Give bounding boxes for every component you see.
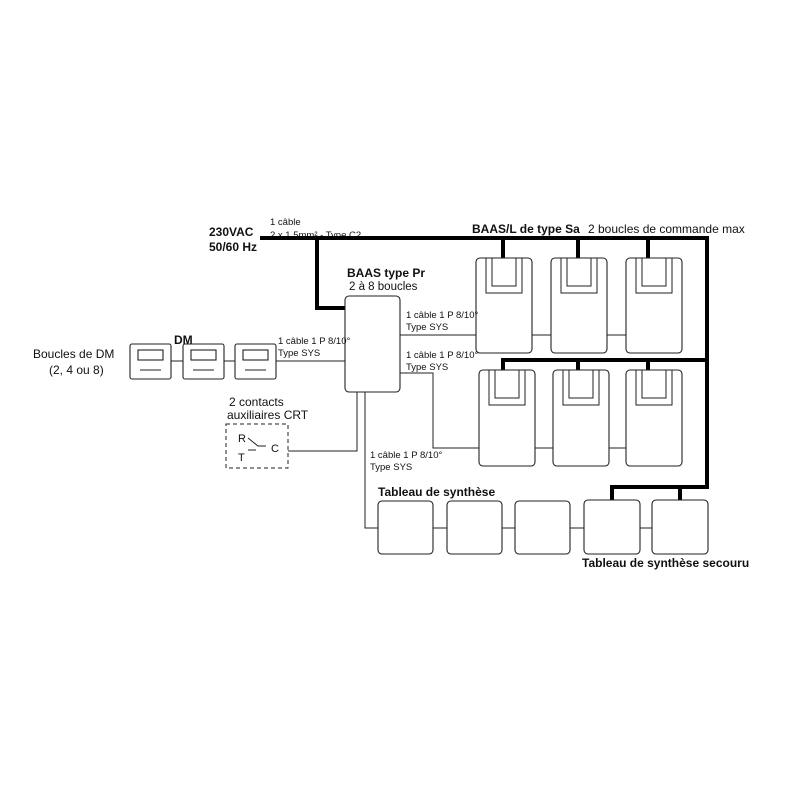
power-cable-label-1: 1 câble — [270, 217, 301, 228]
aux-r: R — [238, 433, 246, 445]
baas-l-unit — [475, 257, 533, 354]
synthese-unit — [377, 500, 434, 555]
dm-loops-label-2: (2, 4 ou 8) — [49, 363, 104, 377]
cable-row1-label-2: Type SYS — [406, 322, 448, 333]
voltage-label: 230VAC — [209, 225, 254, 239]
power-cable-label-2: 2 x 1,5mm² - Type C2 — [270, 230, 361, 241]
cable-synthese-label-1: 1 câble 1 P 8/10° — [370, 450, 442, 461]
dm-unit — [129, 343, 172, 380]
cable-row2-label-2: Type SYS — [406, 362, 448, 373]
baas-l-unit — [625, 369, 683, 467]
baas-pr-unit — [344, 295, 401, 393]
aux-cable — [288, 392, 358, 452]
aux-label-1: 2 contacts — [229, 395, 284, 409]
baas-l-unit — [478, 369, 536, 467]
dm-loops-label-1: Boucles de DM — [33, 347, 114, 361]
baas-l-note: 2 boucles de commande max — [588, 222, 745, 236]
baas-l-unit — [625, 257, 683, 354]
dm-unit — [234, 343, 277, 380]
baas-l-unit — [552, 369, 610, 467]
aux-t: T — [238, 452, 245, 464]
dm-unit — [182, 343, 225, 380]
synthese-unit — [446, 500, 503, 555]
power-bus-main — [260, 236, 709, 502]
cable-row1-label-1: 1 câble 1 P 8/10° — [406, 310, 478, 321]
baas-pr-subtitle: 2 à 8 boucles — [349, 281, 418, 293]
baas-pr-title: BAAS type Pr — [347, 266, 425, 280]
aux-label-2: auxiliaires CRT — [227, 408, 309, 422]
synthese-title: Tableau de synthèse — [378, 485, 495, 499]
sys-cable-row2 — [400, 372, 479, 449]
cable-dm-label-2: Type SYS — [278, 348, 320, 359]
frequency-label: 50/60 Hz — [209, 240, 257, 254]
aux-c: C — [271, 443, 279, 455]
synthese-unit — [514, 500, 571, 555]
baas-l-unit — [550, 257, 608, 354]
power-bus-baas-pr — [315, 236, 347, 310]
aux-switch — [247, 437, 266, 447]
synthese-backup-unit — [583, 499, 641, 555]
aux-contacts-box — [225, 423, 289, 469]
sys-cable-synthese — [364, 392, 378, 529]
cable-synthese-label-2: Type SYS — [370, 462, 412, 473]
synthese-backup-unit — [651, 499, 709, 555]
synthese-backup-title: Tableau de synthèse secouru — [582, 556, 749, 570]
cable-dm-label-1: 1 câble 1 P 8/10° — [278, 336, 350, 347]
cable-row2-label-1: 1 câble 1 P 8/10° — [406, 350, 478, 361]
baas-l-title: BAAS/L de type Sa — [472, 222, 580, 236]
